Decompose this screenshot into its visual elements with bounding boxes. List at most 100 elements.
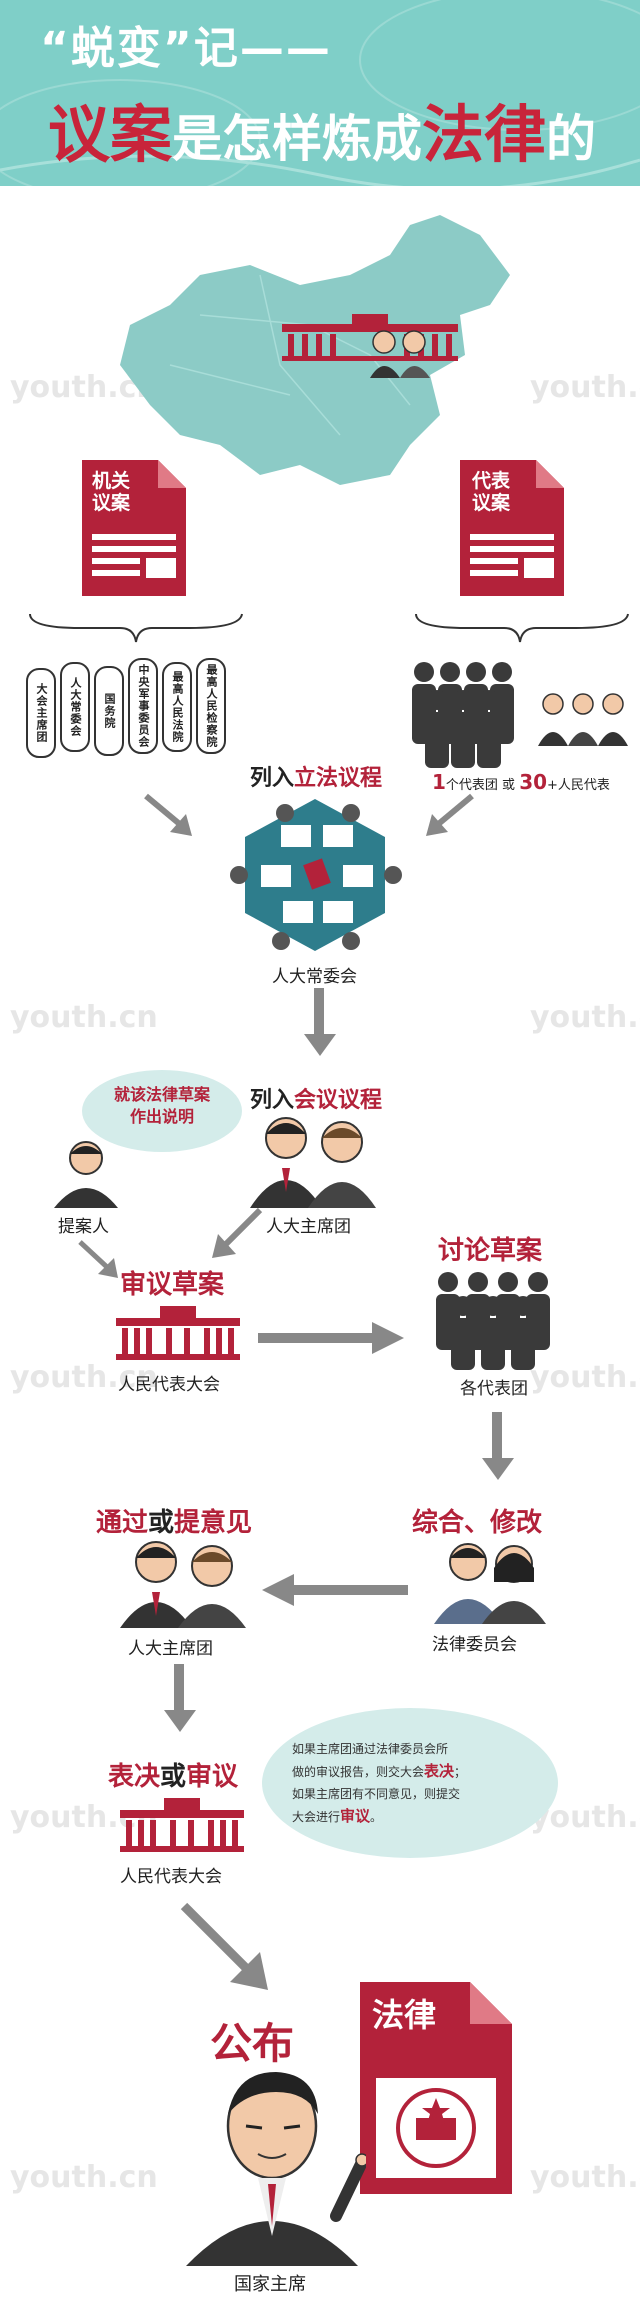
note-line4: 大会进行审议。 — [292, 1805, 532, 1828]
step3-caption: 人民代表大会 — [118, 1375, 220, 1395]
delegate-bill-label-line2: 议案 — [472, 492, 511, 514]
delegation-count: 1 — [432, 770, 446, 794]
delegates-icon — [538, 693, 628, 746]
header-banner: “蜕变”记—— 议案是怎样炼成法律的 — [0, 0, 640, 186]
step6-caption: 人大主席团 — [128, 1639, 213, 1659]
step7-title-review: 审议 — [186, 1762, 239, 1792]
note-line3: 如果主席团有不同意见，则提交 — [292, 1787, 461, 1801]
delegate-note-text1: 个代表团 或 — [445, 778, 520, 793]
watermark: youth.cn — [10, 2160, 158, 2195]
organ-presidium: 大会主席团 — [26, 668, 56, 758]
arrow-down-left-icon — [212, 1207, 263, 1258]
watermark: youth.cn — [530, 2160, 640, 2195]
explanation-bubble — [82, 1070, 242, 1152]
step3-title: 审议草案 — [120, 1270, 225, 1300]
presidium-leaders-icon — [250, 1117, 376, 1208]
agency-bill-document-icon — [82, 460, 186, 596]
step6-title: 通过或提意见 — [96, 1502, 252, 1539]
proposer-caption: 提案人 — [58, 1217, 109, 1237]
header-word-bill: 议案 — [48, 98, 173, 171]
step1-prefix: 列入 — [250, 766, 295, 791]
head-of-state-caption: 国家主席 — [234, 2274, 306, 2295]
law-document-icon — [360, 1982, 512, 2194]
presidium-leaders-icon — [120, 1541, 246, 1628]
great-hall-icon — [120, 1798, 244, 1852]
watermark: youth.cn — [530, 1000, 640, 1035]
step5-title: 综合、修改 — [412, 1508, 543, 1538]
delegate-note-text2: +人民代表 — [547, 778, 610, 793]
braces — [29, 613, 629, 643]
step7-title: 表决或审议 — [108, 1756, 238, 1793]
law-committee-icon — [434, 1543, 546, 1624]
header-title-line1: “蜕变”记—— — [40, 23, 332, 74]
arrow-down-right-icon — [180, 1902, 268, 1990]
step7-title-vote: 表决 — [108, 1762, 161, 1792]
watermark: youth.cn — [530, 370, 640, 405]
arrow-down-icon — [164, 1664, 196, 1732]
arrow-down-left-icon — [426, 793, 474, 836]
step1-caption: 人大常委会 — [272, 967, 357, 987]
watermark: youth.cn — [10, 1360, 158, 1395]
leaders-icon — [370, 330, 430, 378]
arrow-down-right-icon — [144, 793, 192, 836]
note-line4-text: 大会进行 — [292, 1810, 341, 1824]
organ-npc-standing-committee: 人大常委会 — [60, 662, 90, 752]
step2-highlight: 会议议程 — [294, 1088, 383, 1113]
step5-caption: 法律委员会 — [432, 1635, 517, 1655]
delegations-crowd-icon — [436, 1272, 550, 1370]
delegate-requirement-note: 1个代表团 或 30+人民代表 — [432, 770, 610, 794]
standing-committee-meeting-icon — [230, 799, 402, 951]
header-word-how: 是怎样炼成 — [172, 110, 423, 168]
explanation-line1: 就该法律草案 — [113, 1085, 210, 1104]
organ-central-military-commission: 中央军事委员会 — [128, 658, 158, 754]
step1-title: 列入立法议程 — [250, 760, 382, 792]
note-word-review: 审议 — [340, 1807, 371, 1825]
step4-caption: 各代表团 — [460, 1379, 528, 1399]
step2-prefix: 列入 — [250, 1088, 295, 1113]
watermark: youth.cn — [10, 1000, 158, 1035]
delegate-count: 30 — [519, 770, 548, 794]
agency-bill-label-line1: 机关 — [92, 470, 131, 492]
agency-bill-label-line2: 议案 — [92, 492, 131, 514]
agency-bill-label: 机关 议案 — [92, 470, 130, 514]
step2-title: 列入会议议程 — [250, 1082, 382, 1114]
note-word-vote: 表决 — [424, 1762, 455, 1780]
step7-title-or: 或 — [160, 1762, 187, 1792]
note-line1: 如果主席团通过法律委员会所 — [292, 1742, 449, 1756]
step2-caption: 人大主席团 — [266, 1217, 351, 1237]
organ-state-council: 国务院 — [94, 666, 124, 756]
watermark: youth.cn — [530, 1360, 640, 1395]
delegation-crowd-icon — [412, 662, 514, 768]
step6-title-or: 或 — [148, 1508, 175, 1538]
step6-title-pass: 通过 — [96, 1508, 149, 1538]
law-document-label: 法律 — [372, 1996, 437, 2034]
delegate-bill-label-line1: 代表 — [472, 470, 511, 492]
explanation-line2: 作出说明 — [129, 1107, 194, 1126]
note-line2: 做的审议报告，则交大会表决； — [292, 1760, 532, 1783]
step1-highlight: 立法议程 — [294, 766, 383, 791]
note-line2-text: 做的审议报告，则交大会 — [292, 1765, 425, 1779]
arrow-right-icon — [258, 1322, 404, 1354]
organ-supreme-procuratorate: 最高人民检察院 — [196, 658, 226, 754]
proposer-icon — [54, 1141, 118, 1208]
china-map-icon — [120, 215, 510, 485]
promulgate-title: 公布 — [210, 2019, 295, 2068]
organ-supreme-court: 最高人民法院 — [162, 662, 192, 752]
arrow-left-icon — [262, 1574, 408, 1606]
delegate-bill-document-icon — [460, 460, 564, 596]
note-line4-end: 。 — [370, 1810, 383, 1824]
arrow-down-right-icon — [78, 1240, 118, 1278]
note-bubble — [262, 1708, 558, 1858]
step7-caption: 人民代表大会 — [120, 1867, 222, 1887]
step4-title: 讨论草案 — [438, 1236, 543, 1266]
header-word-law: 法律 — [422, 98, 547, 171]
note-line2-end: ； — [454, 1765, 467, 1779]
header-background-pattern — [0, 0, 640, 186]
step6-title-opinion: 提意见 — [174, 1508, 253, 1538]
delegate-bill-label: 代表 议案 — [472, 470, 510, 514]
explanation-bubble-text: 就该法律草案 作出说明 — [100, 1084, 224, 1128]
arrow-down-icon — [482, 1412, 514, 1480]
head-of-state-icon — [186, 2072, 366, 2266]
header-title-line2: 议案是怎样炼成法律的 — [48, 84, 596, 174]
arrow-down-icon — [304, 988, 336, 1056]
